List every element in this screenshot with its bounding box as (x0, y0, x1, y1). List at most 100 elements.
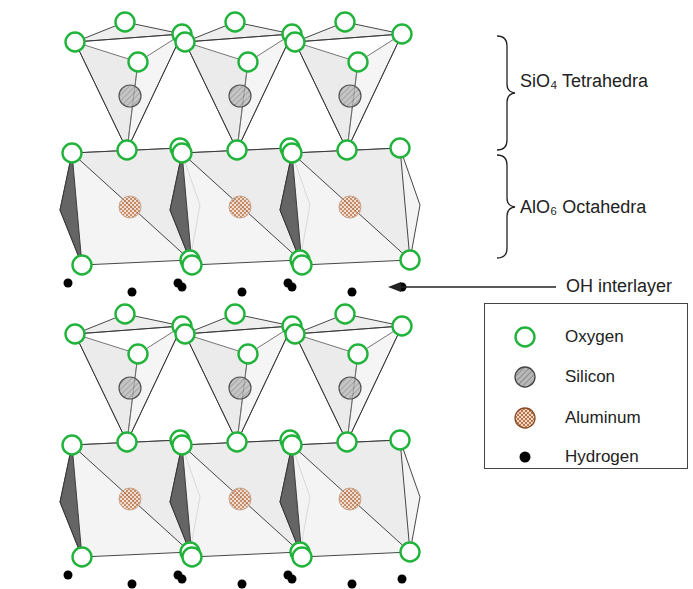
hydrogen-atom (64, 279, 73, 288)
oxygen-atom (283, 144, 302, 163)
tetrahedron (295, 326, 402, 442)
silicon-atom (229, 85, 251, 107)
oxygen-atom (118, 433, 137, 452)
hydrogen-atom (238, 288, 247, 297)
pointer-arrow (400, 286, 556, 288)
oxygen-atom (66, 33, 85, 52)
oxygen-atom (63, 144, 82, 163)
octahedron (170, 148, 310, 265)
oxygen-atom (173, 436, 192, 455)
octahedron-face (280, 445, 302, 557)
legend-symbol (511, 404, 539, 432)
hydrogen-atom (348, 288, 357, 297)
oxygen-atom (401, 251, 420, 270)
oxygen-atom (349, 53, 368, 72)
oxygen-atom (116, 13, 135, 32)
oxygen-atom (391, 139, 410, 158)
legend-box: OxygenSiliconAluminumHydrogen (484, 303, 688, 469)
brace (497, 36, 515, 150)
arrow-head (388, 282, 401, 292)
octahedron-face (60, 445, 82, 557)
oxygen-atom (226, 305, 245, 324)
octahedron-face (60, 153, 82, 265)
octahedron (60, 148, 200, 265)
tetrahedron (185, 326, 292, 442)
tetrahedron (185, 34, 292, 150)
oxygen-atom (391, 431, 410, 450)
silicon-atom (229, 377, 251, 399)
oxygen-atom (73, 548, 92, 567)
oxygen-atom (226, 13, 245, 32)
part-label: SiO₄ Tetrahedra (520, 71, 648, 93)
part-label: OH interlayer (566, 276, 672, 298)
oxygen-atom (183, 548, 202, 567)
oxygen-atom (118, 141, 137, 160)
oxygen-atom (283, 436, 302, 455)
oxygen-atom (228, 141, 247, 160)
oxygen-atom (336, 305, 355, 324)
aluminum-atom (229, 488, 251, 510)
aluminum-atom (339, 196, 361, 218)
silicon-atom (119, 85, 141, 107)
oxygen-atom (286, 33, 305, 52)
legend-symbol (511, 443, 539, 471)
oxygen-atom (393, 25, 412, 44)
aluminum-atom (229, 196, 251, 218)
brace (497, 155, 515, 258)
part-label: AlO₆ Octahedra (520, 197, 646, 219)
silicon-atom (339, 85, 361, 107)
oxygen-atom (239, 345, 258, 364)
hydrogen-atom (348, 580, 357, 589)
octahedron (170, 440, 310, 557)
tetrahedron (75, 326, 182, 442)
silicon-atom (119, 377, 141, 399)
oxygen-atom (293, 256, 312, 275)
oxygen-atom (129, 345, 148, 364)
legend-symbol (511, 323, 539, 351)
oxygen-atom (66, 325, 85, 344)
tetrahedron (75, 34, 182, 150)
oxygen-atom (116, 305, 135, 324)
oxygen-atom (286, 325, 305, 344)
oxygen-atom (401, 543, 420, 562)
hydrogen-atom (284, 571, 293, 580)
oxygen-atom (393, 317, 412, 336)
oxygen-atom (338, 141, 357, 160)
tetrahedron (295, 34, 402, 150)
legend-symbol (511, 363, 539, 391)
legend-text: Oxygen (565, 327, 624, 347)
oxygen-atom (228, 433, 247, 452)
octahedron-face (280, 153, 302, 265)
legend-text: Aluminum (565, 408, 641, 428)
oxygen-atom (336, 13, 355, 32)
hydrogen-atom (284, 279, 293, 288)
oxygen-atom (239, 53, 258, 72)
octahedron (60, 440, 200, 557)
oxygen-atom (73, 256, 92, 275)
octahedron-face (292, 440, 410, 552)
oxygen-atom (176, 33, 195, 52)
oxygen-atom (176, 325, 195, 344)
hydrogen-atom (398, 575, 407, 584)
octahedron (280, 440, 420, 557)
oxygen-atom (173, 144, 192, 163)
oxygen-atom (349, 345, 368, 364)
hydrogen-atom (64, 571, 73, 580)
legend-text: Silicon (565, 367, 615, 387)
octahedron-face (170, 445, 192, 557)
octahedron (280, 148, 420, 265)
legend-text: Hydrogen (565, 447, 639, 467)
oxygen-atom (183, 256, 202, 275)
aluminum-atom (339, 488, 361, 510)
hydrogen-atom (128, 580, 137, 589)
hydrogen-atom (174, 279, 183, 288)
oxygen-atom (63, 436, 82, 455)
oxygen-atom (293, 548, 312, 567)
hydrogen-atom (238, 580, 247, 589)
hydrogen-atom (174, 571, 183, 580)
silicon-atom (339, 377, 361, 399)
hydrogen-atom (128, 288, 137, 297)
oxygen-atom (129, 53, 148, 72)
oxygen-atom (338, 433, 357, 452)
octahedron-face (170, 153, 192, 265)
